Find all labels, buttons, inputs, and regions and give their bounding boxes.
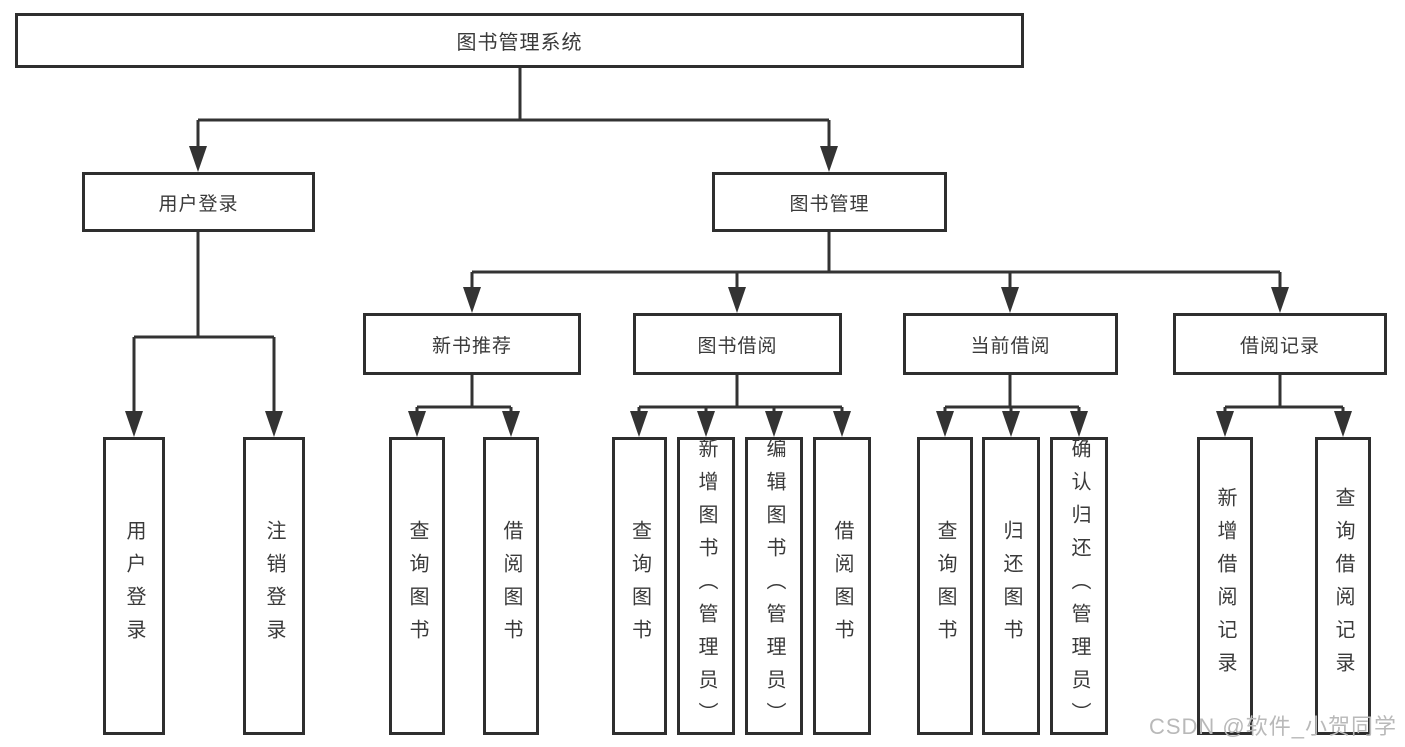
node-new-book-recommend: 新书推荐 xyxy=(363,313,581,375)
node-book-management-label: 图书管理 xyxy=(789,193,870,215)
node-user-login: 用户登录 xyxy=(82,172,315,232)
node-root: 图书管理系统 xyxy=(15,13,1024,68)
connectors-current-borrow xyxy=(936,375,1088,437)
leaf-add-books-admin-label: 新增图书（管理员） xyxy=(695,437,717,735)
connectors-new-book xyxy=(408,375,520,437)
leaf-query-books-1-label: 查询图书 xyxy=(406,520,428,652)
watermark: CSDN @软件_小贺同学 xyxy=(1148,714,1397,739)
node-book-borrow-label: 图书借阅 xyxy=(697,335,778,357)
leaf-user-login: 用户登录 xyxy=(103,437,165,735)
leaf-logout-label: 注销登录 xyxy=(263,520,285,652)
leaf-query-books-2: 查询图书 xyxy=(612,437,667,735)
leaf-confirm-return-admin-label: 确认归还（管理员） xyxy=(1068,437,1090,735)
connectors-book-management xyxy=(463,232,1289,313)
connectors-user-login xyxy=(125,232,283,437)
leaf-edit-books-admin: 编辑图书（管理员） xyxy=(745,437,803,735)
leaf-return-books: 归还图书 xyxy=(982,437,1040,735)
leaf-add-borrow-record: 新增借阅记录 xyxy=(1197,437,1253,735)
connectors-root xyxy=(189,68,838,172)
connectors-borrow-records xyxy=(1216,375,1352,437)
leaf-query-borrow-record-label: 查询借阅记录 xyxy=(1332,487,1354,685)
node-borrow-records-label: 借阅记录 xyxy=(1239,335,1320,357)
connectors-book-borrow xyxy=(630,375,851,437)
leaf-user-login-label: 用户登录 xyxy=(123,520,145,652)
leaf-query-books-2-label: 查询图书 xyxy=(628,520,651,652)
leaf-add-borrow-record-label: 新增借阅记录 xyxy=(1214,487,1236,685)
node-user-login-label: 用户登录 xyxy=(158,193,239,215)
leaf-edit-books-admin-label: 编辑图书（管理员） xyxy=(763,437,785,735)
leaf-query-books-1: 查询图书 xyxy=(389,437,445,735)
leaf-borrow-books-1: 借阅图书 xyxy=(483,437,539,735)
leaf-query-borrow-record: 查询借阅记录 xyxy=(1315,437,1371,735)
leaf-query-books-3-label: 查询图书 xyxy=(934,520,956,652)
node-book-borrow: 图书借阅 xyxy=(633,313,842,375)
node-borrow-records: 借阅记录 xyxy=(1173,313,1387,375)
leaf-query-books-3: 查询图书 xyxy=(917,437,973,735)
node-current-borrow: 当前借阅 xyxy=(903,313,1118,375)
leaf-borrow-books-2: 借阅图书 xyxy=(813,437,871,735)
node-current-borrow-label: 当前借阅 xyxy=(970,335,1051,357)
node-new-book-recommend-label: 新书推荐 xyxy=(431,335,512,357)
leaf-borrow-books-2-label: 借阅图书 xyxy=(831,520,853,652)
leaf-borrow-books-1-label: 借阅图书 xyxy=(500,520,522,652)
node-book-management: 图书管理 xyxy=(712,172,947,232)
leaf-confirm-return-admin: 确认归还（管理员） xyxy=(1050,437,1108,735)
leaf-logout: 注销登录 xyxy=(243,437,305,735)
leaf-return-books-label: 归还图书 xyxy=(1000,520,1022,652)
leaf-add-books-admin: 新增图书（管理员） xyxy=(677,437,735,735)
node-root-label: 图书管理系统 xyxy=(456,32,583,54)
